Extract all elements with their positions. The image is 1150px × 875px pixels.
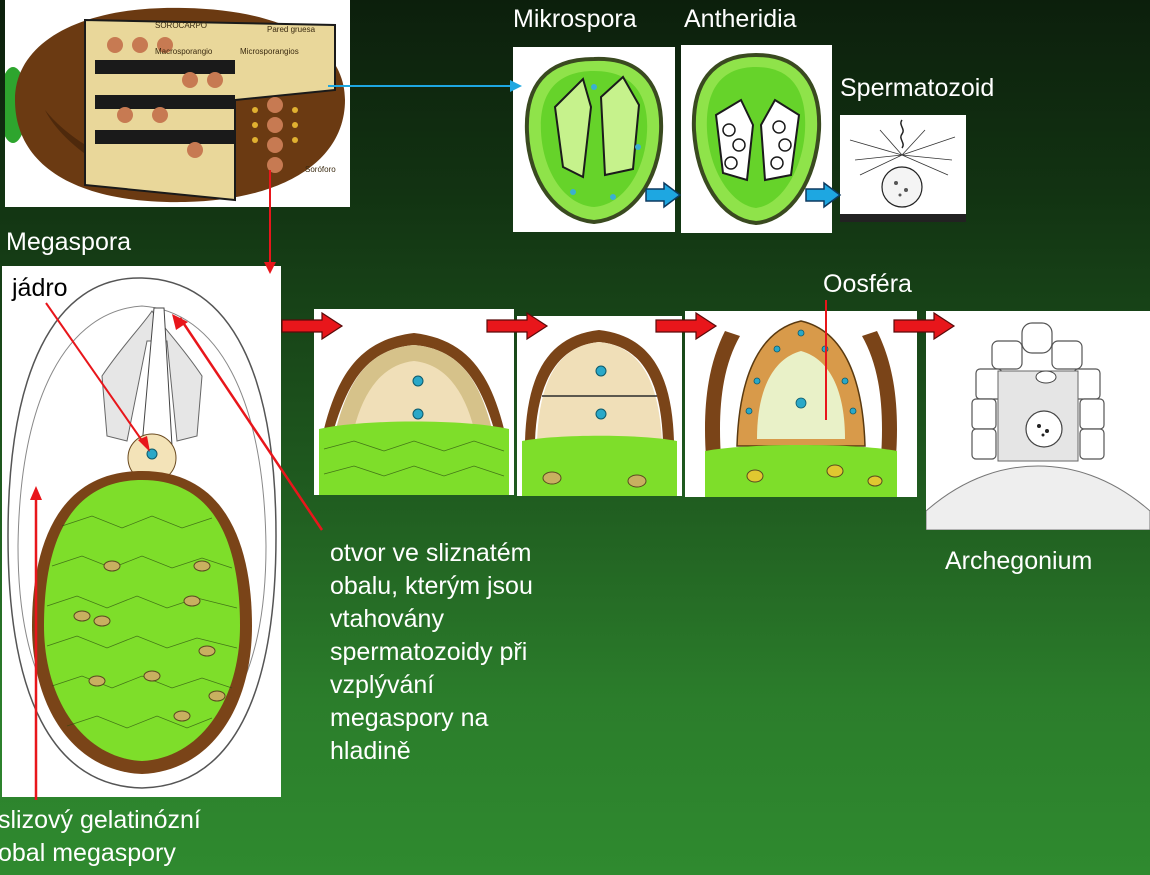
archegonium-label: Archegonium [945,547,1092,576]
red-arrow-dev-4 [894,313,954,339]
red-arrow-dev-1 [282,313,342,339]
oosfera-label: Oosféra [823,270,912,299]
red-arrow-dev-3 [656,313,716,339]
red-arrow-dev-2 [487,313,547,339]
